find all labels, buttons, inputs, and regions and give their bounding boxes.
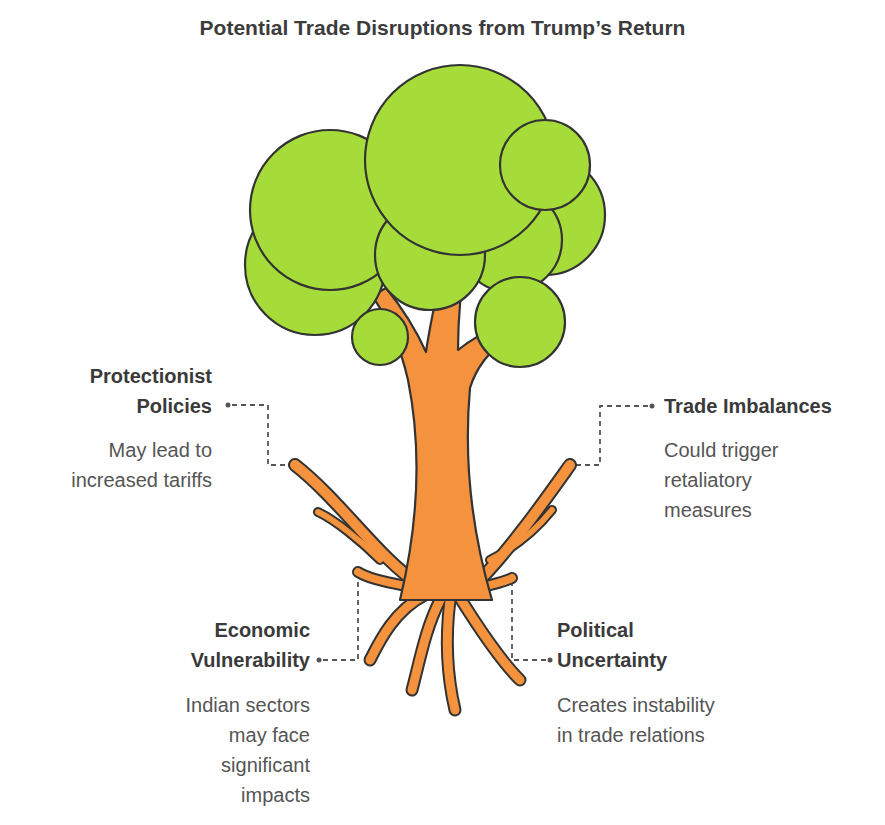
leader-dot [650,404,655,409]
root [295,465,420,585]
diagram-title: Potential Trade Disruptions from Trump’s… [0,16,885,40]
leader-dot [226,403,231,408]
callout-heading: Protectionist Policies [22,361,212,421]
callout-heading: Political Uncertainty [557,615,697,675]
root [318,512,380,560]
leader-line [232,405,293,465]
tree-crown [245,65,605,367]
callout-heading: Economic Vulnerability [160,615,310,675]
crown-blob [352,309,408,365]
callout-text: Indian sectors may face significant impa… [150,690,310,810]
root [448,600,455,710]
root-outline [475,465,570,585]
crown-blob [475,277,565,367]
leader-line [323,574,358,660]
root [475,465,570,585]
callout-text: Could trigger retaliatory measures [664,435,814,525]
root-outline [412,600,440,690]
leader-line [572,406,648,465]
leader-dot [548,658,553,663]
root-outline [460,598,520,680]
crown-blob [500,120,590,210]
root [460,598,520,680]
leader-dot [317,658,322,663]
callout-heading: Trade Imbalances [664,391,879,421]
root-outline [448,600,455,710]
root [490,510,552,560]
leader-line [512,580,546,660]
root [412,600,440,690]
callout-text: May lead to increased tariffs [22,435,212,495]
root [370,595,425,660]
callout-text: Creates instability in trade relations [557,690,735,750]
